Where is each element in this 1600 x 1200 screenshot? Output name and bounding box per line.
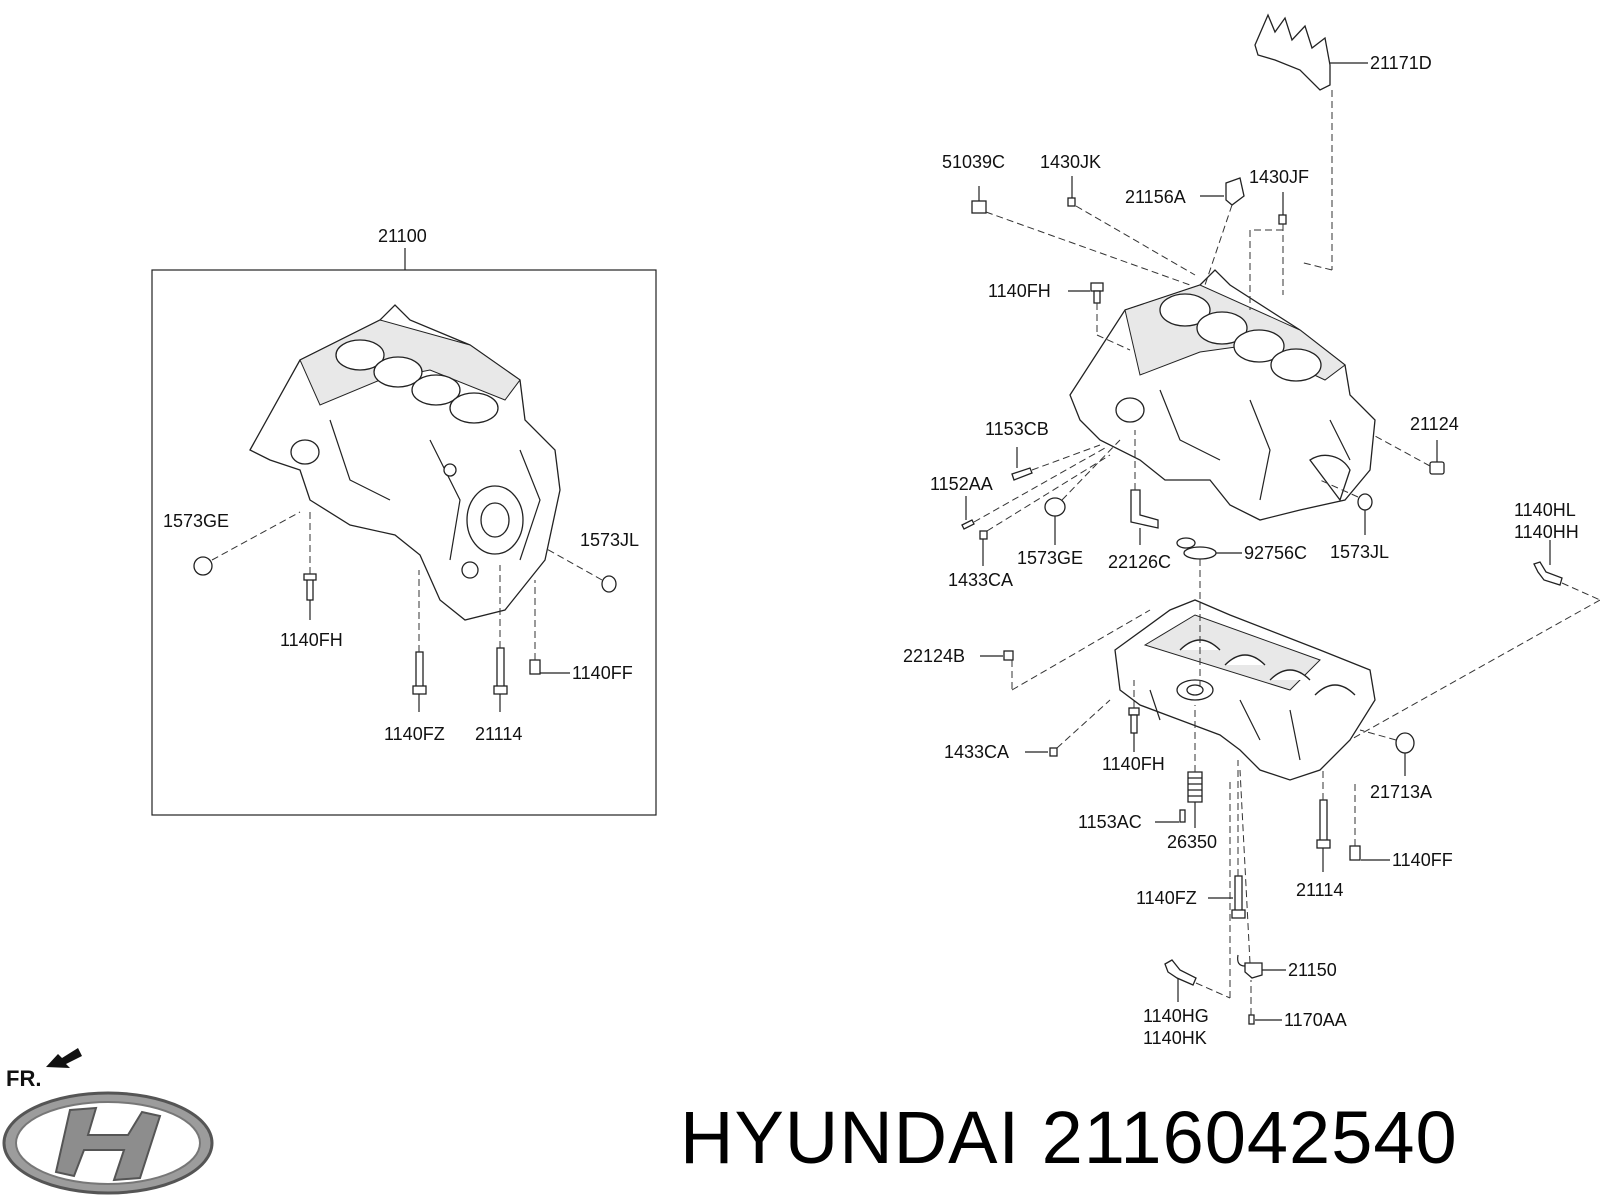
label-21171d: 21171D xyxy=(1370,53,1432,73)
bolt-1140fz-right xyxy=(1234,875,1243,915)
label-1153cb: 1153CB xyxy=(985,419,1049,439)
engine-block-upper xyxy=(1069,269,1376,521)
label-1140ff-right: 1140FF xyxy=(1392,850,1453,870)
brand-part-number: HYUNDAI 2116042540 xyxy=(680,1096,1458,1179)
pin-21124 xyxy=(1429,461,1445,475)
bolt-21114-right xyxy=(1319,799,1328,843)
label-22126c: 22126C xyxy=(1108,552,1171,572)
label-1573jl-left: 1573JL xyxy=(580,530,639,550)
label-1140hl: 1140HL xyxy=(1514,500,1576,520)
label-21114-right: 21114 xyxy=(1296,880,1343,900)
pipe-22126c xyxy=(1130,489,1159,529)
label-1140ff-left: 1140FF xyxy=(572,663,633,683)
plug-1153ac xyxy=(1179,809,1186,823)
front-arrow-icon xyxy=(46,1048,82,1068)
label-1140fh-top: 1140FH xyxy=(988,281,1051,301)
label-21124: 21124 xyxy=(1410,414,1459,434)
orientation-label: FR. xyxy=(6,1066,42,1091)
seal-21713a xyxy=(1395,732,1415,754)
label-1140hk: 1140HK xyxy=(1143,1028,1207,1048)
label-21150: 21150 xyxy=(1288,960,1337,980)
exploded-view-right: 21171D 51039C 1430JK 21156A 1430JF 1140F… xyxy=(903,13,1600,1048)
bolt-1140fh-left xyxy=(306,577,314,601)
oring-92756c xyxy=(1183,546,1217,560)
label-21156a: 21156A xyxy=(1125,187,1186,207)
label-1140fh-left: 1140FH xyxy=(280,630,343,650)
label-22124b: 22124B xyxy=(903,646,965,666)
plug-51039c xyxy=(971,200,987,214)
plug-1153cb xyxy=(1011,467,1033,481)
hyundai-logo-icon xyxy=(2,1091,214,1195)
pin-1433ca-top xyxy=(979,530,988,540)
screw-1170aa xyxy=(1248,1014,1255,1025)
label-1573ge-right: 1573GE xyxy=(1017,548,1083,568)
engine-block-lower xyxy=(1114,599,1376,781)
label-1573ge-left: 1573GE xyxy=(163,511,229,531)
assembly-frame xyxy=(151,269,657,816)
label-1140fz-right: 1140FZ xyxy=(1136,888,1197,908)
bolt-21114-left xyxy=(496,647,505,691)
engine-block-left xyxy=(249,304,561,621)
label-1140fh-bot: 1140FH xyxy=(1102,754,1165,774)
seal-1573ge-left xyxy=(193,556,213,576)
label-26350: 26350 xyxy=(1167,832,1217,852)
bolt-1140hg-hk xyxy=(1164,959,1197,986)
label-1170aa: 1170AA xyxy=(1284,1010,1347,1030)
bolt-1140ff-right xyxy=(1349,845,1361,861)
label-21100: 21100 xyxy=(378,226,427,246)
tube-21156a xyxy=(1225,177,1245,206)
label-1430jk: 1430JK xyxy=(1040,152,1101,172)
seal-1573ge-right xyxy=(1044,497,1066,517)
label-1433ca-top: 1433CA xyxy=(948,570,1013,590)
label-1153ac: 1153AC xyxy=(1078,812,1142,832)
pin-1430jk xyxy=(1067,197,1076,207)
label-21114-left: 21114 xyxy=(475,724,522,744)
bolt-1140ff-left xyxy=(529,659,541,675)
seal-1573jl-right xyxy=(1357,493,1373,511)
label-1152aa: 1152AA xyxy=(930,474,993,494)
label-51039c: 51039C xyxy=(942,152,1005,172)
bolt-1140fz-left xyxy=(415,651,424,691)
seal-1573jl-left xyxy=(601,575,617,593)
label-1140hh: 1140HH xyxy=(1514,522,1579,542)
label-1573jl-right: 1573JL xyxy=(1330,542,1389,562)
bracket-21171d xyxy=(1254,13,1331,91)
valve-26350 xyxy=(1187,771,1203,803)
pin-1433ca-bot xyxy=(1049,747,1058,757)
bolt-1140hl-hh xyxy=(1533,561,1563,586)
pin-1430jf xyxy=(1278,214,1287,225)
sensor-21150 xyxy=(1244,962,1263,979)
pin-22124b xyxy=(1003,650,1014,661)
label-1430jf: 1430JF xyxy=(1249,167,1309,187)
label-1140hg: 1140HG xyxy=(1143,1006,1209,1026)
label-21713a: 21713A xyxy=(1370,782,1432,802)
label-92756c: 92756C xyxy=(1244,543,1307,563)
bolt-1140fh-top xyxy=(1090,282,1104,292)
pin-1152aa xyxy=(961,519,975,530)
label-1140fz-left: 1140FZ xyxy=(384,724,445,744)
assembly-21100: 21100 1573GE 1573JL 1140FH xyxy=(151,226,657,816)
bolt-1140fh-bot xyxy=(1128,707,1140,716)
label-1433ca-bot: 1433CA xyxy=(944,742,1009,762)
